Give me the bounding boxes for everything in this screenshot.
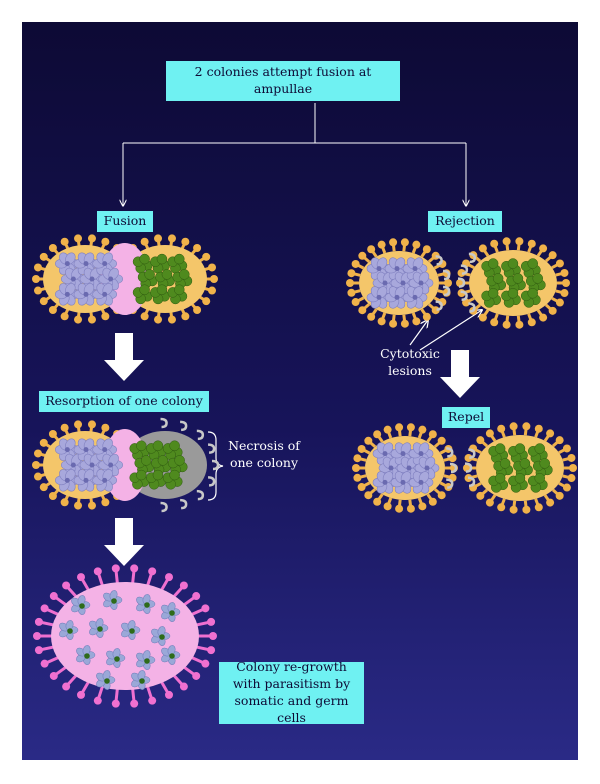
fusion-box: Fusion <box>97 211 153 232</box>
cytotoxic-pointer-left <box>409 320 428 346</box>
top-box: 2 colonies attempt fusion at ampullae <box>166 61 400 101</box>
cytotoxic-pointer-right <box>419 310 482 351</box>
regrowth-box: Colony re-growth with parasitism by soma… <box>219 659 364 725</box>
repel-box: Repel <box>442 407 490 428</box>
repelled-colony-right <box>463 422 577 514</box>
rejecting-colony-left <box>346 238 452 328</box>
step-arrow-2 <box>440 350 480 398</box>
resorbing-colonies <box>32 417 220 513</box>
cytotoxic-label: Cytotoxic lesions <box>380 346 440 378</box>
resorption-box: Resorption of one colony <box>39 391 209 412</box>
fused-colonies <box>32 234 218 324</box>
step-arrow-3 <box>104 518 144 566</box>
rejection-box: Rejection <box>428 211 502 232</box>
step-arrow-1 <box>104 333 144 381</box>
regrown-colony <box>33 564 217 708</box>
rejecting-colony-right <box>456 237 570 329</box>
necrosis-label: Necrosis of one colony <box>228 438 300 470</box>
necrosis-brace <box>207 431 224 501</box>
repelled-colony-left <box>352 423 458 513</box>
